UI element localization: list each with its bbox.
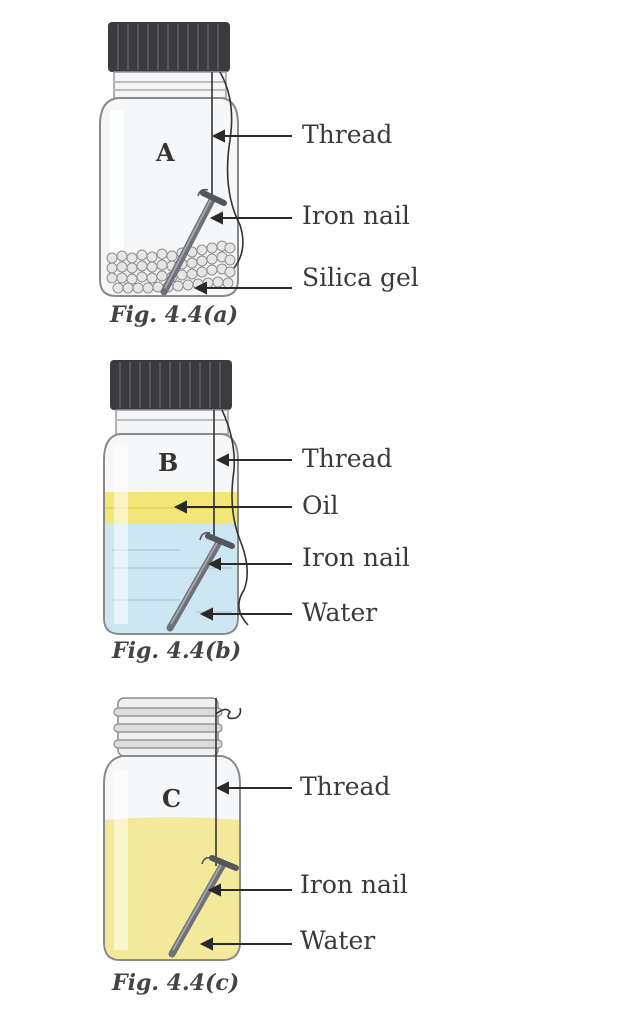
label-iron-nail: Iron nail — [300, 870, 408, 899]
thread-icon — [211, 71, 244, 269]
label-oil: Oil — [302, 491, 339, 520]
label-arrows — [173, 453, 292, 621]
water-layer — [105, 817, 239, 959]
figure-caption: Fig. 4.4(a) — [110, 302, 239, 328]
label-water: Water — [300, 926, 376, 955]
figure-b: B Thread Oil Iron nail Water Fig. 4.4(b) — [0, 340, 640, 680]
jar-letter: C — [162, 784, 182, 813]
jar-letter: B — [158, 448, 179, 477]
label-arrows — [199, 781, 292, 951]
cap-icon — [108, 22, 230, 72]
figure-caption: Fig. 4.4(b) — [112, 638, 242, 664]
label-water: Water — [302, 598, 378, 627]
label-iron-nail: Iron nail — [302, 201, 410, 230]
jar-neck-threads — [113, 697, 223, 757]
label-thread: Thread — [302, 120, 393, 149]
figure-c: C Thread Iron nail Water Fig. 4.4(c) — [0, 680, 640, 1024]
jar-c-drawing — [103, 697, 292, 961]
thread-icon — [213, 409, 249, 626]
iron-nail-icon — [166, 531, 235, 632]
cap-icon — [110, 360, 232, 410]
figure-caption: Fig. 4.4(c) — [112, 970, 240, 996]
label-iron-nail: Iron nail — [302, 543, 410, 572]
label-thread: Thread — [300, 772, 391, 801]
water-layer — [105, 524, 237, 633]
jar-a-drawing — [99, 22, 292, 297]
jar-b-drawing — [103, 360, 292, 635]
label-silica-gel: Silica gel — [302, 263, 419, 292]
jar-letter: A — [156, 138, 175, 167]
iron-nail-icon — [160, 188, 227, 296]
thread-icon — [215, 698, 242, 866]
label-thread: Thread — [302, 444, 393, 473]
label-arrows — [193, 129, 292, 295]
figure-a: A Thread Iron nail Silica gel Fig. 4.4(a… — [0, 0, 640, 340]
iron-nail-icon — [168, 855, 239, 958]
